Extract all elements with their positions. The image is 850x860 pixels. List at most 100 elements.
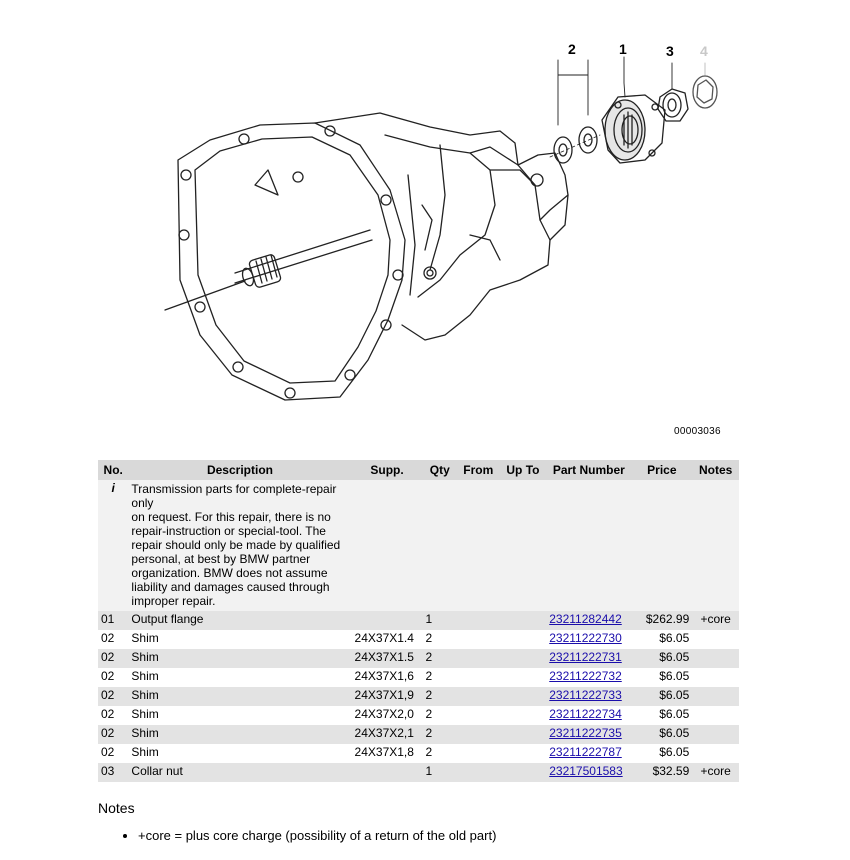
row-price: $6.05: [631, 630, 693, 649]
notes-heading: Notes: [98, 800, 135, 816]
row-description: Shim: [128, 687, 352, 706]
row-description: Output flange: [128, 611, 352, 630]
info-line-2: on request. For this repair, there is no…: [131, 510, 341, 608]
row-up-to: [499, 630, 547, 649]
row-quantity: 2: [422, 687, 457, 706]
row-number: 02: [98, 725, 129, 744]
row-up-to: [499, 649, 547, 668]
row-supplement: 24X37X2,1: [351, 725, 423, 744]
row-price: $32.59: [631, 763, 693, 782]
callout-1: 1: [619, 41, 627, 57]
row-up-to: [499, 687, 547, 706]
row-from: [457, 668, 500, 687]
row-part-number: 23211222734: [546, 706, 632, 725]
part-number-link[interactable]: 23211282442: [549, 612, 622, 626]
row-from: [457, 630, 500, 649]
row-number: 02: [98, 649, 129, 668]
info-line-1: Transmission parts for complete-repair o…: [131, 482, 337, 510]
row-notes: [692, 630, 739, 649]
row-notes: +core: [692, 611, 739, 630]
row-supplement: 24X37X1.5: [351, 649, 423, 668]
row-supplement: 24X37X1,8: [351, 744, 423, 763]
row-quantity: 2: [422, 744, 457, 763]
part-number-link[interactable]: 23211222733: [549, 688, 622, 702]
part-number-link[interactable]: 23211222732: [549, 669, 622, 683]
row-from: [457, 611, 500, 630]
part-number-link[interactable]: 23211222731: [549, 650, 622, 664]
col-qty: Qty: [422, 460, 457, 480]
row-part-number: 23211222730: [546, 630, 632, 649]
row-from: [457, 763, 500, 782]
row-supplement: 24X37X2,0: [351, 706, 423, 725]
part-number-link[interactable]: 23211222734: [549, 707, 622, 721]
info-icon: i: [98, 480, 129, 611]
row-up-to: [499, 706, 547, 725]
row-description: Shim: [128, 744, 352, 763]
part-number-link[interactable]: 23211222730: [549, 631, 622, 645]
part-number-link[interactable]: 23211222735: [549, 726, 622, 740]
row-description: Collar nut: [128, 763, 352, 782]
row-supplement: [351, 611, 423, 630]
row-price: $262.99: [631, 611, 693, 630]
row-part-number: 23211222733: [546, 687, 632, 706]
row-supplement: [351, 763, 423, 782]
row-up-to: [499, 763, 547, 782]
row-number: 01: [98, 611, 129, 630]
callout-2: 2: [568, 41, 576, 57]
row-up-to: [499, 611, 547, 630]
row-notes: [692, 725, 739, 744]
row-supplement: 24X37X1,9: [351, 687, 423, 706]
row-quantity: 2: [422, 630, 457, 649]
exploded-diagram: 2 1 3 4: [140, 35, 740, 445]
row-part-number: 23211282442: [546, 611, 632, 630]
row-quantity: 2: [422, 668, 457, 687]
col-supp: Supp.: [351, 460, 423, 480]
row-from: [457, 725, 500, 744]
col-upto: Up To: [499, 460, 547, 480]
row-number: 02: [98, 668, 129, 687]
row-number: 02: [98, 630, 129, 649]
row-up-to: [499, 668, 547, 687]
row-number: 02: [98, 744, 129, 763]
row-price: $6.05: [631, 687, 693, 706]
row-notes: [692, 649, 739, 668]
part-number-link[interactable]: 23217501583: [549, 764, 623, 778]
note-item: +core = plus core charge (possibility of…: [138, 828, 496, 843]
diagram-id: 00003036: [674, 426, 721, 437]
row-part-number: 23211222787: [546, 744, 632, 763]
row-number: 02: [98, 687, 129, 706]
row-part-number: 23211222735: [546, 725, 632, 744]
row-up-to: [499, 725, 547, 744]
row-notes: [692, 744, 739, 763]
row-quantity: 1: [422, 611, 457, 630]
callout-3: 3: [666, 43, 674, 59]
row-quantity: 2: [422, 649, 457, 668]
row-price: $6.05: [631, 744, 693, 763]
row-quantity: 1: [422, 763, 457, 782]
row-up-to: [499, 744, 547, 763]
col-notes: Notes: [692, 460, 739, 480]
row-part-number: 23211222732: [546, 668, 632, 687]
row-part-number: 23211222731: [546, 649, 632, 668]
row-notes: [692, 706, 739, 725]
row-supplement: 24X37X1.4: [351, 630, 423, 649]
row-from: [457, 687, 500, 706]
part-number-link[interactable]: 23211222787: [549, 745, 622, 759]
row-price: $6.05: [631, 668, 693, 687]
row-notes: +core: [692, 763, 739, 782]
col-part-number: Part Number: [546, 460, 632, 480]
row-price: $6.05: [631, 649, 693, 668]
row-from: [457, 706, 500, 725]
row-notes: [692, 687, 739, 706]
row-price: $6.05: [631, 706, 693, 725]
row-description: Shim: [128, 649, 352, 668]
row-description: Shim: [128, 725, 352, 744]
row-description: Shim: [128, 668, 352, 687]
